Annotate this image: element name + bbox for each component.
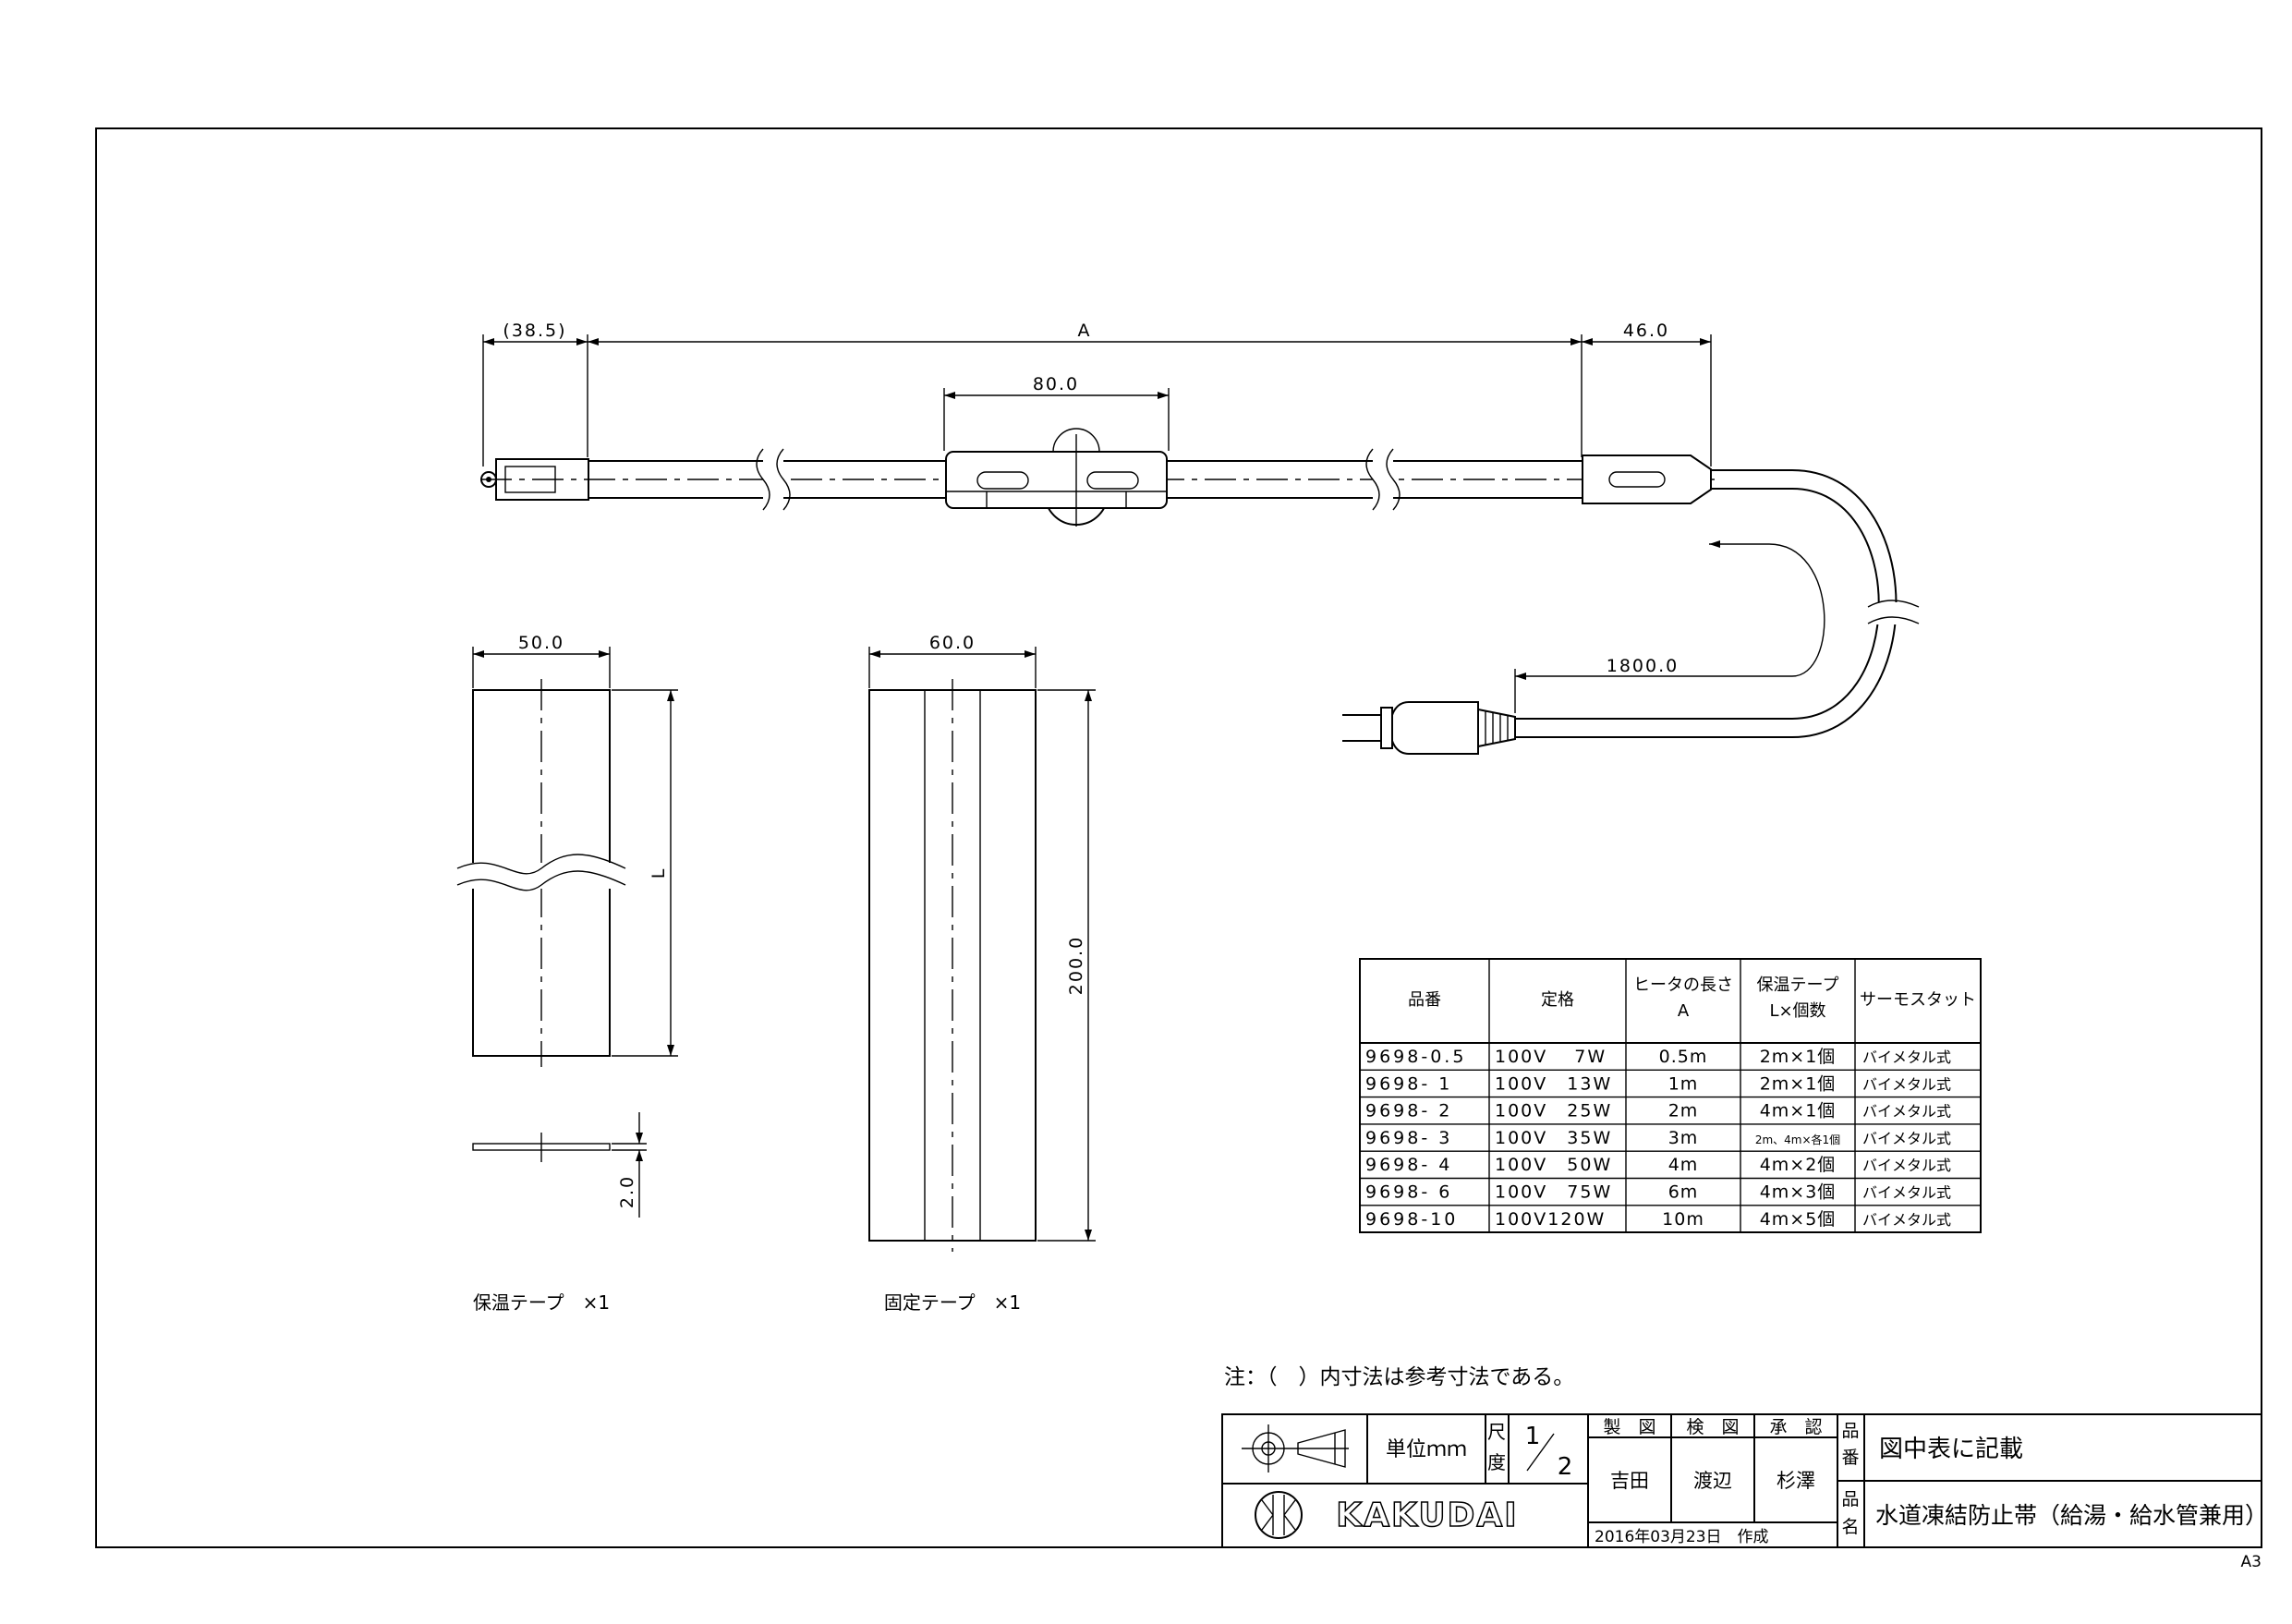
break-mark-1: [756, 448, 770, 511]
break-mark-cord: [1867, 600, 1920, 608]
creation-date: 2016年03月23日 作成: [1595, 1528, 1769, 1546]
note-text: 注：（ ）内寸法は参考寸法である。: [1224, 1365, 1574, 1389]
title-block: 単位ｍｍ 尺 度 1 2 製 図 検 図 承 認 吉田 渡辺 杉澤 2016年0…: [1221, 1413, 2268, 1548]
dim-insulation-thickness: 2.0: [617, 1175, 637, 1208]
table-header-cell: 保温テープ: [1757, 976, 1839, 995]
power-cord: [1515, 469, 1898, 738]
break-mark-2: [1365, 448, 1380, 511]
scale-numerator: 1: [1525, 1423, 1541, 1450]
drawing-frame: [95, 127, 2262, 1548]
table-cell: 100V 75W: [1495, 1182, 1612, 1203]
table-cell: バイメタル式: [1862, 1211, 1951, 1229]
table-cell: 4m×1個: [1760, 1101, 1837, 1121]
dim-left-end: (38.5): [503, 321, 566, 341]
table-cell: バイメタル式: [1862, 1048, 1951, 1066]
table-header-cell: 品番: [1408, 990, 1441, 1010]
table-header-cell: ヒータの長さ: [1633, 976, 1733, 995]
table-cell: 9698- 2: [1365, 1101, 1452, 1121]
table-cell: 2m×1個: [1760, 1073, 1837, 1094]
table-cell: 4m×5個: [1760, 1209, 1837, 1230]
table-cell: 9698-0.5: [1365, 1047, 1466, 1067]
spec-table: 品番 定格 ヒータの長さ A 保温テープ L×個数 サーモスタット 9698-0.5 100V …: [1359, 958, 1982, 1233]
dim-insulation-width: 50.0: [518, 633, 564, 653]
dim-insulation-length: L: [649, 867, 669, 879]
product-name-label-2: 名: [1841, 1517, 1859, 1537]
dim-fixing-length: 200.0: [1066, 936, 1086, 995]
part-number-label-1: 品: [1841, 1421, 1859, 1441]
sheet-size-label: A3: [2241, 1553, 2262, 1571]
product-name-label-1: 品: [1841, 1489, 1859, 1509]
unit-label: 単位ｍｍ: [1386, 1438, 1467, 1461]
logo-wordmark: KAKUDAI: [1336, 1497, 1518, 1534]
table-cell: 9698- 4: [1365, 1155, 1452, 1175]
name-drafted: 吉田: [1610, 1470, 1649, 1492]
kakudai-logo: KAKUDAI: [1255, 1491, 1518, 1539]
table-cell: 2m: [1668, 1101, 1699, 1121]
table-header-cell: L×個数: [1769, 1001, 1825, 1021]
part-number-label-2: 番: [1841, 1448, 1859, 1468]
table-cell: 100V 35W: [1495, 1128, 1612, 1148]
table-cell: 100V120W: [1495, 1209, 1606, 1230]
name-approved: 杉澤: [1777, 1470, 1815, 1492]
dim-cord-length: 1800.0: [1607, 656, 1679, 676]
table-cell: 1m: [1668, 1073, 1699, 1094]
scale-label-1: 尺: [1487, 1421, 1506, 1443]
product-name-value: 水道凍結防止帯（給湯・給水管兼用）: [1875, 1502, 2268, 1529]
table-cell: 4m×2個: [1760, 1155, 1837, 1175]
scale-label-2: 度: [1487, 1451, 1506, 1473]
table-cell: バイメタル式: [1862, 1075, 1951, 1093]
table-cell: 100V 7W: [1495, 1047, 1607, 1067]
dim-heater-length: A: [1078, 321, 1092, 341]
caption-insulation-tape: 保温テープ ×1: [473, 1291, 610, 1314]
table-cell: 100V 25W: [1495, 1101, 1612, 1121]
heater-assembly: (38.5) A 46.0 80.0 1800.0: [480, 321, 1920, 755]
table-cell: 4m×3個: [1760, 1182, 1837, 1203]
name-checked: 渡辺: [1693, 1470, 1732, 1492]
caption-fixing-tape: 固定テープ ×1: [884, 1291, 1021, 1314]
dim-fixing-width: 60.0: [929, 633, 976, 653]
table-cell: 10m: [1662, 1209, 1704, 1230]
role-approved: 承 認: [1769, 1417, 1822, 1437]
fixing-tape-view: 60.0 200.0 固定テープ ×1: [868, 633, 1096, 1314]
cord-connector: [1582, 454, 1712, 504]
table-header-cell: A: [1678, 1001, 1690, 1021]
insulation-tape-view: 50.0 L 2.0 保温テープ ×1: [456, 633, 678, 1314]
third-angle-projection-icon: [1242, 1424, 1349, 1473]
thermostat: [945, 428, 1168, 527]
table-header-cell: 定格: [1541, 990, 1574, 1010]
table-cell: 4m: [1668, 1155, 1699, 1175]
table-cell: 9698- 3: [1365, 1128, 1452, 1148]
table-cell: 9698- 1: [1365, 1073, 1452, 1094]
role-checked: 検 図: [1686, 1417, 1739, 1437]
break-mark-tape: [456, 854, 626, 875]
table-cell: 9698-10: [1365, 1209, 1458, 1230]
table-cell: 0.5m: [1659, 1047, 1708, 1067]
table-header-cell: サーモスタット: [1860, 990, 1976, 1010]
table-cell: バイメタル式: [1862, 1157, 1951, 1174]
role-drafted: 製 図: [1603, 1417, 1655, 1437]
table-cell: 2m、4m×各1個: [1755, 1133, 1840, 1146]
table-cell: 2m×1個: [1760, 1047, 1837, 1067]
table-cell: 6m: [1668, 1182, 1699, 1203]
table-cell: 100V 50W: [1495, 1155, 1612, 1175]
scale-denominator: 2: [1558, 1453, 1573, 1481]
table-cell: 3m: [1668, 1128, 1699, 1148]
table-cell: バイメタル式: [1862, 1130, 1951, 1147]
dim-right-end: 46.0: [1623, 321, 1669, 341]
power-plug: [1342, 701, 1516, 755]
table-cell: バイメタル式: [1862, 1103, 1951, 1121]
part-number-value: 図中表に記載: [1879, 1436, 2023, 1463]
table-cell: バイメタル式: [1862, 1184, 1951, 1202]
dim-thermostat-width: 80.0: [1033, 374, 1079, 394]
table-cell: 9698- 6: [1365, 1182, 1452, 1203]
table-cell: 100V 13W: [1495, 1073, 1612, 1094]
